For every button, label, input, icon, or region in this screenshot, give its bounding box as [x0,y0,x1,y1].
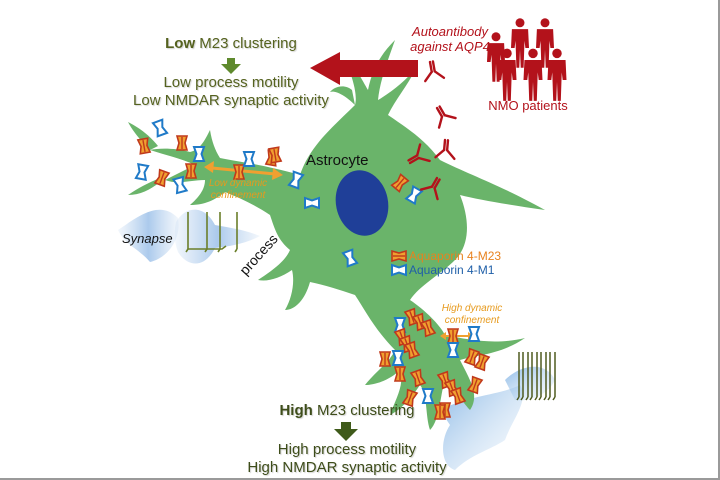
red-arrow-icon [310,52,418,85]
high-confinement-label: High dynamic confinement [432,303,512,327]
legend-m23-label: Aquaporin 4-M23 [409,249,502,263]
astrocyte-cell [128,40,545,430]
down-arrow-icon-top [221,58,241,74]
top-caption-bold: Low [165,35,196,52]
legend-m1-label: Aquaporin 4-M1 [409,263,495,277]
top-caption-rest: M23 clustering [195,35,297,52]
bottom-caption-bold: High [279,402,313,419]
low-confinement-arrow [204,161,283,180]
down-arrow-icon-bottom [334,422,358,441]
low-confinement-line2: confinement [210,190,266,201]
high-confinement-line2: confinement [444,315,500,326]
bottom-caption-line3: High NMDAR synaptic activity [247,459,447,476]
bottom-caption-rest: M23 clustering [312,402,415,419]
synapse-right [440,366,555,470]
nucleus [335,170,389,236]
aqp4-m1-channel-icon [391,264,407,276]
top-caption-line3: Low NMDAR synaptic activity [133,92,329,109]
spike-train-low [185,212,238,253]
astrocyte-label: Astrocyte [306,152,369,169]
low-confinement-line1: Low dynamic [208,178,268,189]
low-confinement-label: Low dynamic confinement [198,178,278,202]
high-confinement-line1: High dynamic [441,303,503,314]
synapse-left [118,209,260,264]
bottom-caption-line2: High process motility [277,441,417,458]
top-caption-line1: Low M23 clustering [120,35,342,52]
autoantibody-label-line1: Autoantibody [412,24,488,39]
autoantibody-label-line2: against AQP4 [410,39,490,54]
top-caption-line2: Low process motility [163,74,299,91]
aqp4-m23-channel-icon [391,250,407,262]
bottom-caption: High M23 clustering [236,402,458,419]
patients-label: NMO patients [488,98,568,113]
top-caption: Low M23 clustering [120,35,342,52]
spike-train-high [516,352,556,401]
autoantibody-label: Autoantibody against AQP4 [400,24,500,54]
synapse-label: Synapse [122,231,173,246]
